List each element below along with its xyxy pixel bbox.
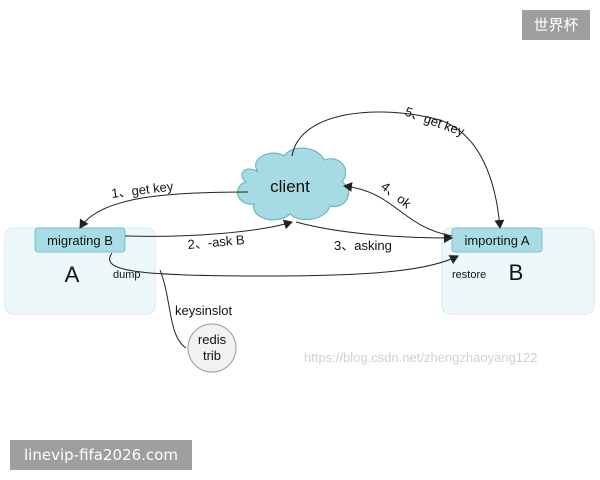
edge-keysinslot [159,269,187,349]
edge-keysinslot-label: keysinslot [175,303,232,318]
importing-slot-label: importing A [464,233,529,248]
edge-get-key-5 [291,111,505,229]
bottom-watermark-badge: linevip-fifa2026.com [10,440,192,470]
client-label: client [270,177,310,196]
client-cloud [237,147,350,221]
edge-get-key-1 [79,191,249,229]
redis-trib-label-1: redis [198,332,227,347]
url-watermark: https://blog.csdn.net/zhengzhaoyang122 [304,350,537,365]
node-b-label: B [509,260,524,285]
edge-dump-restore [109,252,459,277]
edge-restore-label: restore [452,269,486,281]
edge-dump-label: dump [113,269,141,281]
redis-trib-label-2: trib [203,348,221,363]
top-watermark-badge: 世界杯 [522,10,590,40]
node-a-label: A [65,262,80,287]
edge-ask-b-2-label: 2、-ask B [187,232,245,252]
edge-ask-b-2 [124,219,293,237]
edge-ok-4-label: 4、ok [378,179,414,212]
edge-asking-3-label: 3、asking [334,238,392,253]
redis-trib-node [187,323,237,373]
migrating-slot-label: migrating B [47,233,113,248]
edge-get-key-5-label: 5、get key [403,104,467,140]
edge-asking-3 [295,221,453,243]
edge-ok-4 [343,181,453,237]
